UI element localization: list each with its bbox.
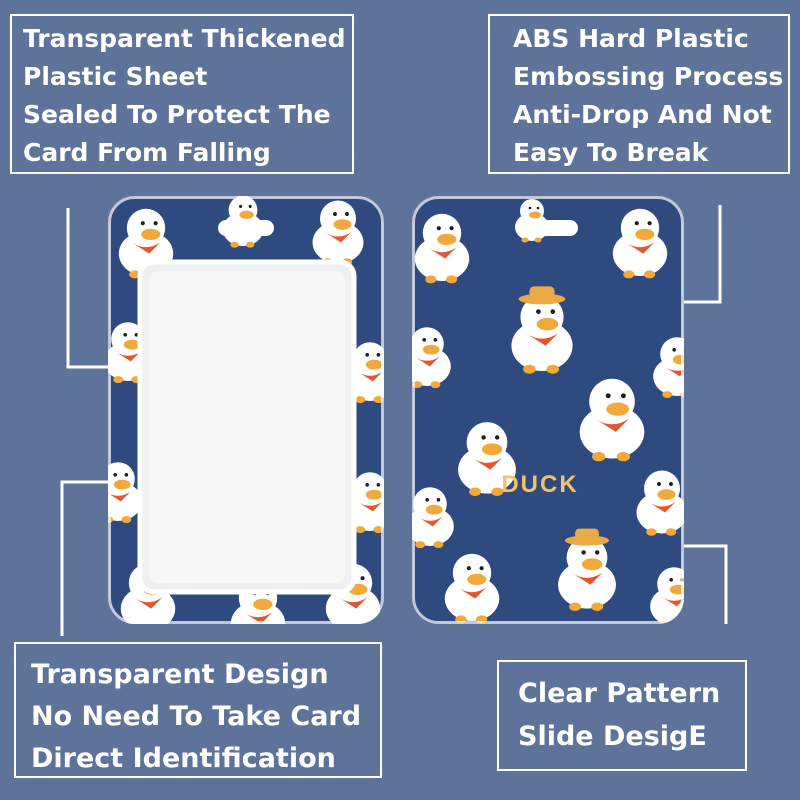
lanyard-slot xyxy=(218,220,274,236)
card-border xyxy=(108,196,384,624)
callout-line: Easy To Break xyxy=(513,138,709,167)
callout-line: Transparent Design xyxy=(31,659,329,690)
callout-line: Direct Identification xyxy=(31,743,336,774)
lanyard-slot xyxy=(518,220,578,236)
callout-line: Clear Pattern xyxy=(518,678,721,709)
callout-line: Anti-Drop And Not xyxy=(513,100,772,129)
callout-thickened-sheet: Transparent Thickened Plastic Sheet Seal… xyxy=(10,14,354,174)
callout-abs-plastic: ABS Hard Plastic Embossing Process Anti-… xyxy=(488,14,790,174)
callout-clear-pattern: Clear Pattern Slide DesigE xyxy=(497,660,747,771)
callout-line: Transparent Thickened xyxy=(23,24,346,53)
callout-line: Card From Falling xyxy=(23,138,271,167)
card-holder-back: DUCK xyxy=(412,196,684,624)
callout-line: No Need To Take Card xyxy=(31,701,362,732)
duck-pattern-text: DUCK xyxy=(501,471,578,498)
card-holder-front xyxy=(108,196,384,624)
callout-transparent-design: Transparent Design No Need To Take Card … xyxy=(14,642,382,778)
callout-line: Sealed To Protect The xyxy=(23,100,331,129)
callout-line: Slide DesigE xyxy=(518,721,707,752)
callout-line: ABS Hard Plastic xyxy=(513,24,749,53)
callout-line: Embossing Process xyxy=(513,62,784,91)
callout-line: Plastic Sheet xyxy=(23,62,208,91)
